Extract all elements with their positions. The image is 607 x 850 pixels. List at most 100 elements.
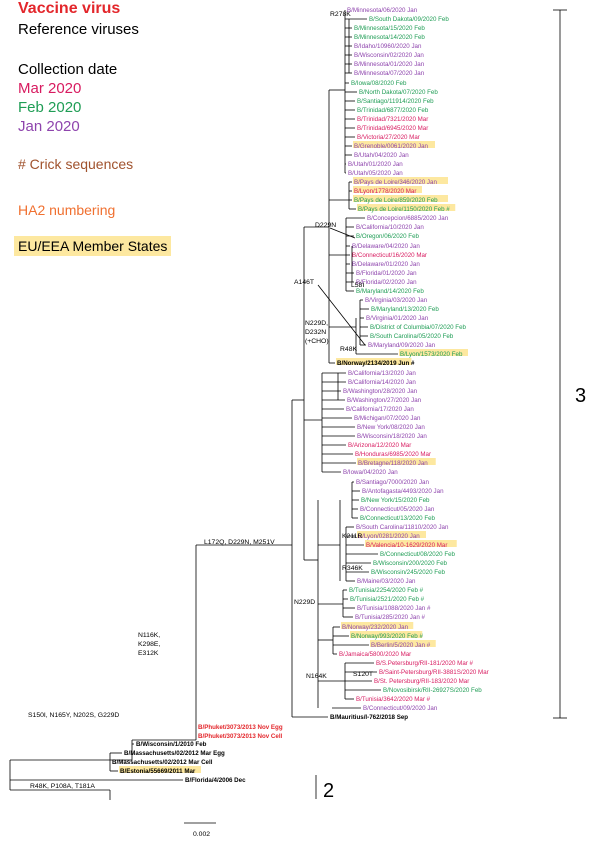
leaf-label: B/Virginia/03/2020 Jan [365,297,428,304]
mutation-label: R346K [342,565,363,572]
leaf-label: B/Iowa/08/2020 Feb [351,80,407,87]
eu-highlight [353,195,448,202]
leaf-label: B/Idaho/10960/2020 Jan [354,43,422,50]
leaf-label: B/Connecticut/09/2020 Jan [363,705,438,712]
mutation-label: K298E, [138,641,160,648]
leaf-label: B/New York/08/2020 Jan [357,424,425,431]
leaf-label: B/Delaware/01/2020 Jan [352,261,420,268]
eu-highlight [365,540,457,547]
clade-2-label: 2 [323,780,334,802]
mutation-label: N116K, [138,632,160,639]
leaf-label: B/Wisconsin/18/2020 Jan [357,433,427,440]
leaf-label: B/Novosibirsk/RII-26927S/2020 Feb [383,687,482,694]
leaf-label: B/Maryland/14/2020 Feb [356,288,424,295]
annotation-pointer [317,284,366,346]
mutation-label: R278K [330,11,351,18]
eu-highlight [353,177,448,184]
leaf-label: B/Santiago/7000/2020 Jan [356,479,429,486]
leaf-label: B/Arizona/12/2020 Mar [348,442,411,449]
eu-highlight [119,766,201,773]
legend-crick: # Crick sequences [18,156,134,172]
mutation-label: (+CHO) [305,338,329,345]
leaf-label: B/Minnesota/06/2020 Jan [347,7,418,14]
mutation-label: N229D [294,599,315,606]
leaf-label: B/Utah/01/2020 Jan [348,161,403,168]
leaf-label: B/Wisconsin/1/2010 Feb [136,741,207,748]
leaf-label: B/Maryland/09/2020 Jan [368,342,436,349]
leaf-label: B/Valencia/10-1629/2020 Mar [366,542,447,549]
leaf-label: B/California/13/2020 Jan [348,370,416,377]
leaf-label: B/Trinidad/6945/2020 Mar [357,125,428,132]
mutation-label: A146T [294,279,314,286]
leaf-label: B/California/10/2020 Jan [356,224,424,231]
mutation-label: K211R [342,533,362,540]
scale-label: 0.002 [193,831,210,838]
legend-collection-date: Collection date [18,61,118,78]
legend-feb: Feb 2020 [18,99,82,116]
leaf-label: B/Berlin/5/2020 Jan # [371,642,431,649]
leaf-label: B/Bretagne/118/2020 Jan [358,460,428,467]
legend-vaccine-virus: Vaccine virus [18,0,121,17]
eu-highlight [357,204,456,211]
leaf-label: B/Saint-Petersburg/RII-3881S/2020 Mar [379,669,489,676]
leaf-label: B/Virginia/01/2020 Jan [366,315,429,322]
leaf-label: B/California/14/2020 Jan [348,379,416,386]
eu-highlight [353,141,435,148]
leaf-label: B/Minnesota/14/2020 Feb [354,34,425,41]
eu-highlight [350,631,423,638]
mutation-label: S120T [353,671,373,678]
mutation-label: L58I [351,282,364,289]
leaf-label: B/Wisconsin/02/2020 Jan [354,52,424,59]
leaf-label: B/Pays de Loire/859/2020 Feb [354,197,438,204]
eu-highlight [357,458,436,465]
leaf-label: B/Tunisia/1088/2020 Jan # [357,605,431,612]
mutation-label: S150I, N165Y, N202S, G229D [28,712,119,719]
mutation-label: D232N [305,329,326,336]
eu-highlight [370,640,436,647]
leaf-label: B/Grenoble/0061/2020 Jan [354,143,429,150]
leaf-label: B/Phuket/3073/2013 Nov Cell [198,733,283,740]
leaf-label: B/Wisconsin/200/2020 Feb [373,560,448,567]
leaf-label: B/Pays de Loire/346/2020 Jan [354,179,437,186]
leaf-label: B/Michigan/07/2020 Jan [354,415,421,422]
leaf-label: B/Connecticut/13/2020 Feb [360,515,436,522]
leaf-label: B/Estonia/55669/2011 Mar [120,768,196,775]
leaf-label: B/Maryland/13/2020 Feb [371,306,439,313]
leaf-label: B/Maine/03/2020 Jan [357,578,416,585]
eu-highlight [336,358,412,365]
leaf-label: B/Norway/232/2020 Jan [342,624,409,631]
leaf-label: B/Concepcion/6885/2020 Jan [367,215,449,222]
leaf-label: B/California/17/2020 Jan [346,406,414,413]
leaf-label: B/Pays de Loire/1150/2020 Feb # [358,206,450,213]
eu-highlight [341,622,414,629]
legend-reference-viruses: Reference viruses [18,21,139,38]
leaf-label: B/Oregon/06/2020 Feb [356,233,420,240]
leaf-label: B/Minnesota/07/2020 Jan [354,70,425,77]
leaf-label: B/North Dakota/07/2020 Feb [359,89,438,96]
leaf-label: B/Honduras/6985/2020 Mar [355,451,431,458]
mutation-label: L172Q, D229N, M251V [204,539,275,546]
mutation-label: N229D, [305,320,328,327]
leaf-label: B/Tunisia/2521/2020 Feb # [350,596,425,603]
mutation-label: D229N [315,222,336,229]
leaf-label: B/South Dakota/09/2020 Feb [369,16,449,23]
eu-highlight [399,349,468,356]
mutation-label: R48K, P108A, T181A [30,783,95,790]
eu-highlight [357,531,426,538]
leaf-label: B/Tunisia/2254/2020 Feb # [349,587,424,594]
leaf-label: B/Utah/04/2020 Jan [354,152,409,159]
mutation-label: R48K [340,346,357,353]
leaf-label: B/Phuket/3073/2013 Nov Egg [198,724,283,731]
leaf-label: B/District of Columbia/07/2020 Feb [370,324,467,331]
annotation-pointer [329,227,356,239]
legend-mar: Mar 2020 [18,80,82,97]
eu-highlight [353,186,422,193]
leaf-label: B/Delaware/04/2020 Jan [352,243,420,250]
leaf-label: B/Tunisia/3642/2020 Mar # [356,696,431,703]
leaf-label: B/Lyon/1573/2020 Feb [400,351,463,358]
mutation-label: N164K [306,673,327,680]
leaf-label: B/Lyon/1778/2020 Mar [354,188,416,195]
leaf-label: B/Minnesota/15/2020 Feb [354,25,425,32]
leaf-label: B/Massachusetts/02/2012 Mar Egg [124,750,225,757]
